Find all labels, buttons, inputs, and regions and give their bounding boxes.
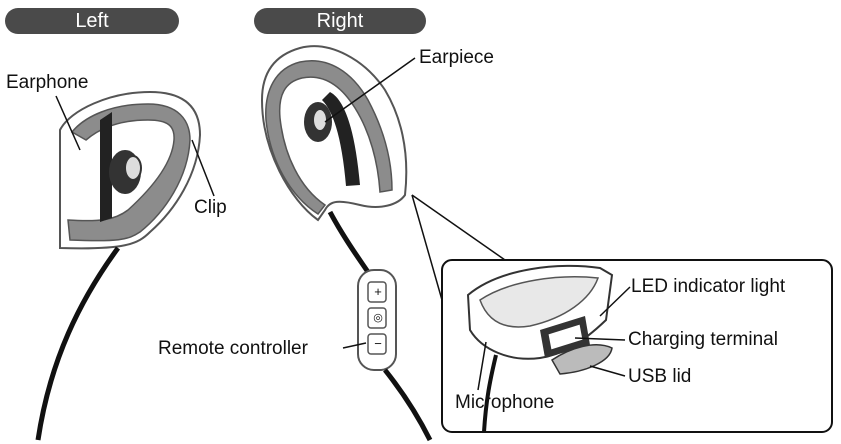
left-header: Left [5, 8, 179, 34]
plus-button-icon: + [374, 284, 382, 299]
right-earphone-drawing [260, 45, 506, 442]
earphone-label: Earphone [6, 72, 89, 93]
charging-terminal-label: Charging terminal [628, 329, 778, 350]
right-header: Right [254, 8, 426, 34]
inset-detail [441, 259, 833, 433]
microphone-label: Microphone [455, 392, 555, 413]
remote-controller-label: Remote controller [158, 338, 308, 359]
play-button-icon: ◎ [373, 312, 383, 324]
minus-button-icon: − [374, 336, 382, 351]
clip-label: Clip [194, 197, 227, 218]
earpiece-label: Earpiece [419, 47, 494, 68]
usb-lid-label: USB lid [628, 366, 692, 387]
left-earphone-drawing [35, 90, 215, 441]
led-indicator-label: LED indicator light [631, 276, 786, 297]
